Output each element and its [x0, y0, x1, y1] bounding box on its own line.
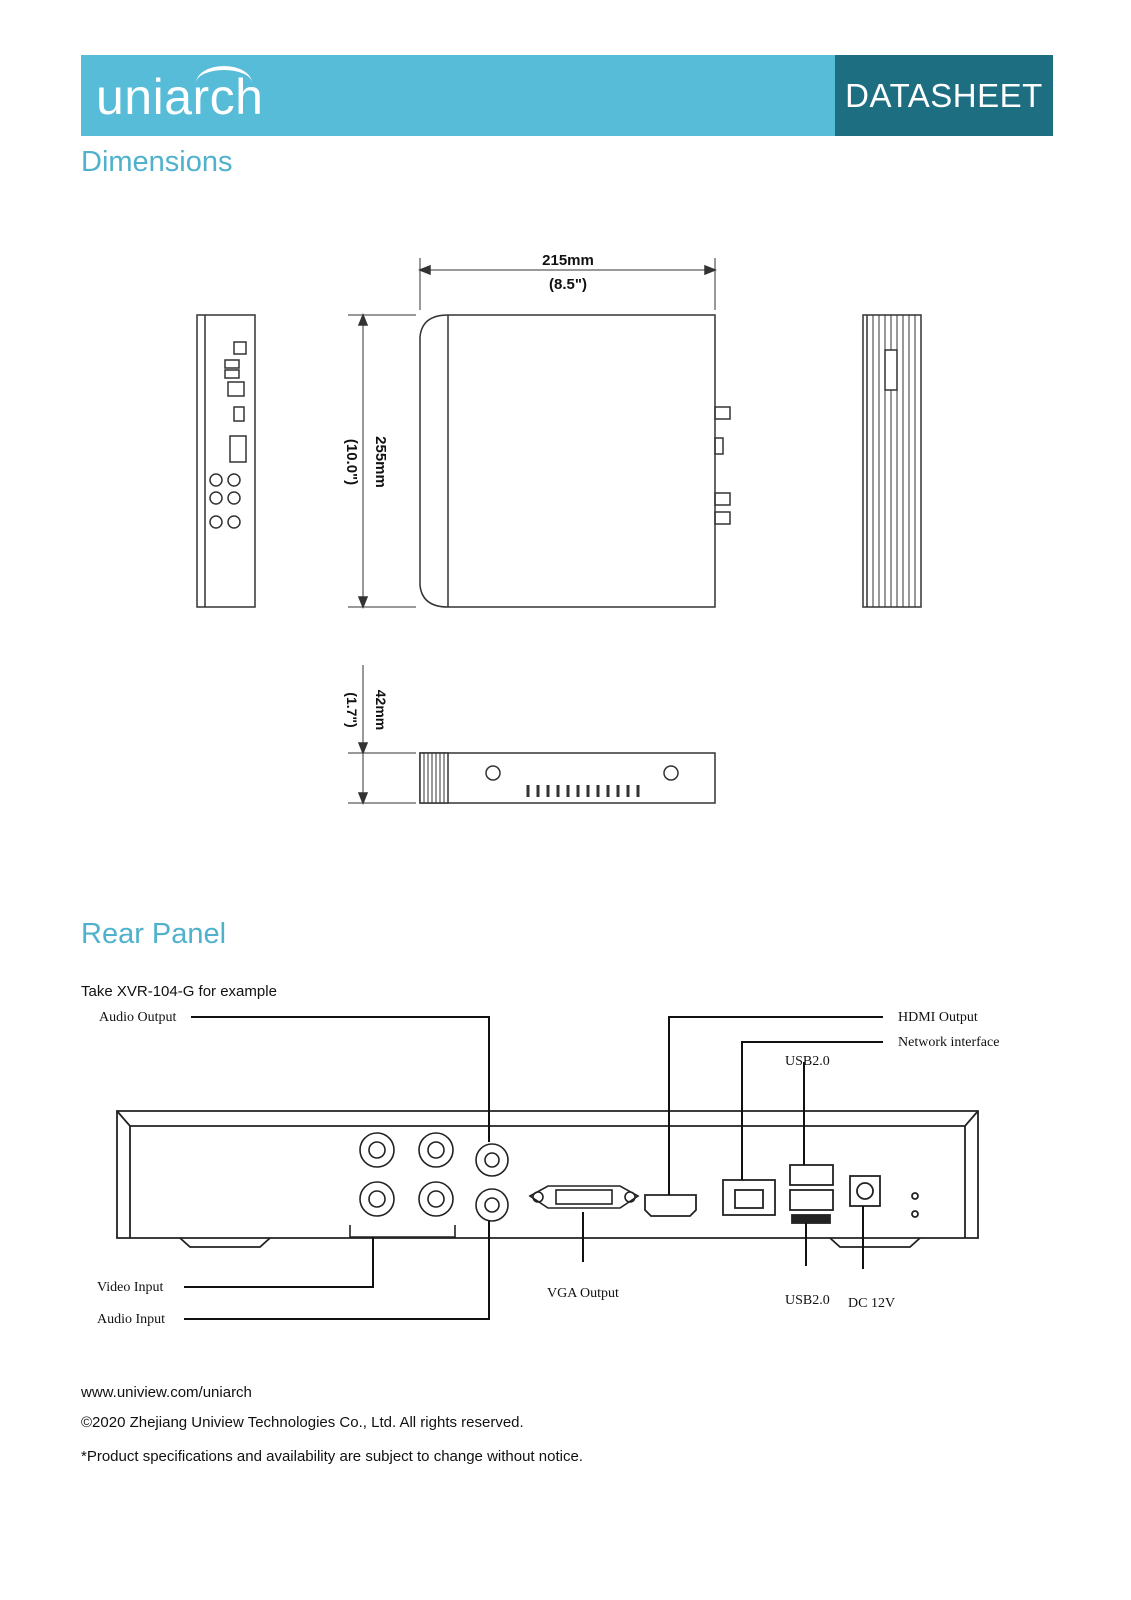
logo-arc-icon	[196, 66, 252, 100]
rear-panel-drawing: Audio Output HDMI Output Network interfa…	[97, 1010, 999, 1327]
top-view	[348, 258, 731, 610]
depth-mm-label: 255mm	[372, 436, 389, 488]
side-view-rear	[196, 314, 256, 608]
video-input-label: Video Input	[97, 1280, 164, 1295]
callout-lines	[184, 1016, 883, 1320]
footer-copyright: ©2020 Zhejiang Uniview Technologies Co.,…	[81, 1414, 524, 1431]
rear-chassis	[116, 1110, 979, 1248]
front-view	[348, 665, 716, 806]
footer-url: www.uniview.com/uniarch	[81, 1384, 252, 1401]
usb-bottom-label: USB2.0	[785, 1293, 830, 1308]
hdmi-output-label: HDMI Output	[898, 1010, 978, 1025]
height-mm-label: 42mm	[373, 690, 389, 730]
usb-top-label: USB2.0	[785, 1054, 830, 1069]
audio-output-label: Audio Output	[99, 1010, 177, 1025]
rj45-port	[722, 1179, 776, 1216]
network-interface-label: Network interface	[898, 1035, 999, 1050]
footer-notice: *Product specifications and availability…	[81, 1448, 583, 1465]
vga-port	[528, 1185, 640, 1209]
usb-ports	[789, 1164, 834, 1224]
depth-inch-label: (10.0")	[343, 439, 360, 485]
dimensions-heading: Dimensions	[81, 146, 233, 178]
datasheet-label: DATASHEET	[845, 76, 1043, 114]
hdmi-port	[644, 1194, 697, 1217]
dc-jack	[849, 1175, 919, 1218]
rear-panel-caption: Take XVR-104-G for example	[81, 983, 277, 1000]
audio-input-label: Audio Input	[97, 1312, 165, 1327]
datasheet-tag: DATASHEET	[835, 55, 1053, 136]
width-mm-label: 215mm	[542, 252, 594, 269]
width-inch-label: (8.5")	[549, 276, 587, 293]
side-view-front	[862, 314, 922, 608]
vga-output-label: VGA Output	[547, 1286, 619, 1301]
height-inch-label: (1.7")	[344, 692, 360, 727]
bnc-video-inputs	[349, 1132, 456, 1238]
dimensions-drawing: 215mm (8.5") 255mm (10.0")	[196, 252, 922, 806]
rca-audio-ports	[475, 1143, 509, 1222]
rear-panel-heading: Rear Panel	[81, 918, 227, 950]
dc-12v-label: DC 12V	[848, 1296, 895, 1311]
uniarch-logo: uniarch	[96, 62, 264, 132]
